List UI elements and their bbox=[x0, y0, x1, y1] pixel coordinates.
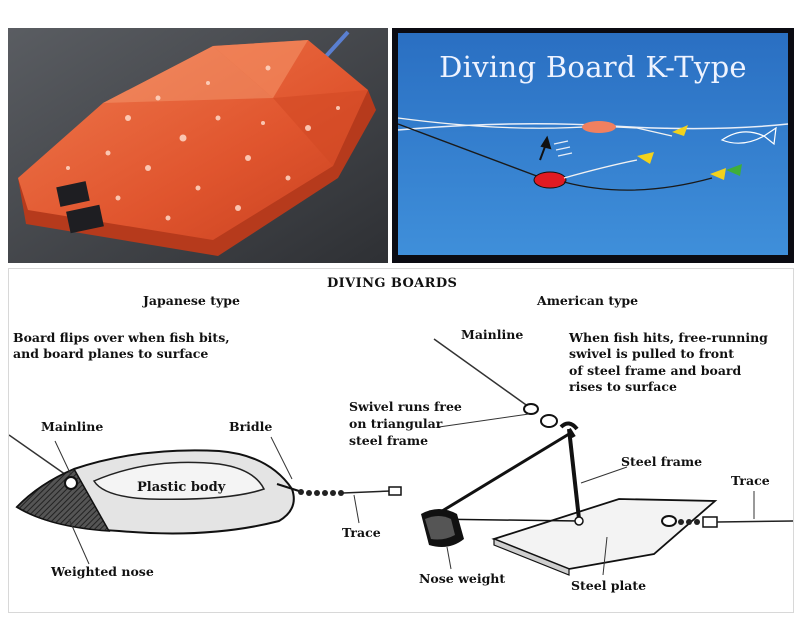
yellow-flag bbox=[637, 152, 654, 164]
american-note-line4: rises to surface bbox=[569, 379, 677, 394]
motion-lines bbox=[553, 140, 573, 157]
japanese-board bbox=[9, 434, 402, 565]
japanese-note-line2: and board planes to surface bbox=[13, 346, 209, 361]
diagram-title: DIVING BOARDS bbox=[327, 276, 458, 291]
japanese-trace-label: Trace bbox=[342, 525, 381, 540]
american-mainline-label: Mainline bbox=[461, 327, 524, 342]
yellow-flag bbox=[710, 168, 726, 180]
orange-lure bbox=[582, 121, 616, 133]
up-arrow-icon bbox=[539, 135, 552, 161]
steel-plate-label: Steel plate bbox=[571, 578, 647, 593]
weight-pad bbox=[56, 181, 90, 207]
water-droplets bbox=[66, 65, 340, 221]
steel-frame-label: Steel frame bbox=[621, 454, 703, 469]
weighted-nose-label: Weighted nose bbox=[51, 564, 154, 579]
yellow-flag bbox=[672, 125, 688, 136]
diving-boards-diagram: DIVING BOARDS Japanese type Board flips … bbox=[8, 268, 794, 613]
american-note-line1: When fish hits, free-running bbox=[569, 330, 768, 345]
american-note-line3: of steel frame and board bbox=[569, 363, 742, 378]
american-heading: American type bbox=[537, 293, 639, 308]
k-type-illustration bbox=[397, 33, 789, 255]
bridle-label: Bridle bbox=[229, 419, 273, 434]
k-type-title: Diving Board K-Type bbox=[439, 50, 747, 84]
k-type-panel: Diving Board K-Type bbox=[392, 28, 794, 263]
swivel-note-line1: Swivel runs free bbox=[349, 399, 462, 414]
american-trace-label: Trace bbox=[731, 473, 770, 488]
diving-board-photo bbox=[8, 28, 388, 263]
swivel-note-line2: on triangular bbox=[349, 416, 443, 431]
red-diving-board bbox=[533, 171, 567, 189]
sea-background bbox=[398, 33, 788, 255]
japanese-note-line1: Board flips over when fish bits, bbox=[13, 330, 230, 345]
diagram-drawing bbox=[9, 338, 793, 576]
board-top bbox=[18, 40, 368, 240]
weight-pad bbox=[66, 204, 104, 234]
japanese-heading: Japanese type bbox=[143, 293, 240, 308]
american-note-line2: swivel is pulled to front bbox=[569, 346, 734, 361]
fish-icon bbox=[720, 126, 777, 146]
photo-illustration bbox=[8, 28, 388, 263]
nose-weight-label: Nose weight bbox=[419, 571, 506, 586]
japanese-mainline-label: Mainline bbox=[41, 419, 104, 434]
american-board bbox=[421, 338, 793, 576]
swivel-note-line3: steel frame bbox=[349, 433, 429, 448]
green-flag bbox=[726, 164, 742, 176]
plastic-body-label: Plastic body bbox=[137, 480, 226, 495]
